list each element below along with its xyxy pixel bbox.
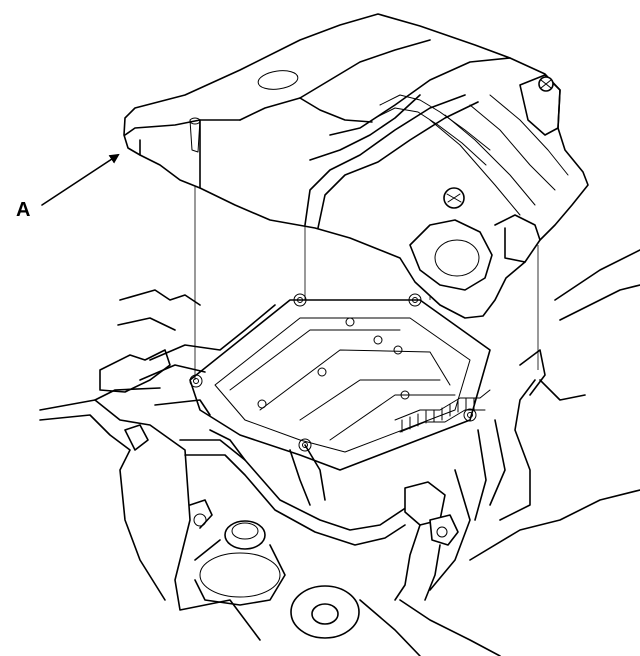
engine-bay [39, 249, 640, 656]
callout-a: A [16, 153, 120, 221]
engine-cover [123, 13, 589, 319]
callout-a-label: A [16, 199, 30, 221]
callout-a-arrow [41, 153, 120, 206]
